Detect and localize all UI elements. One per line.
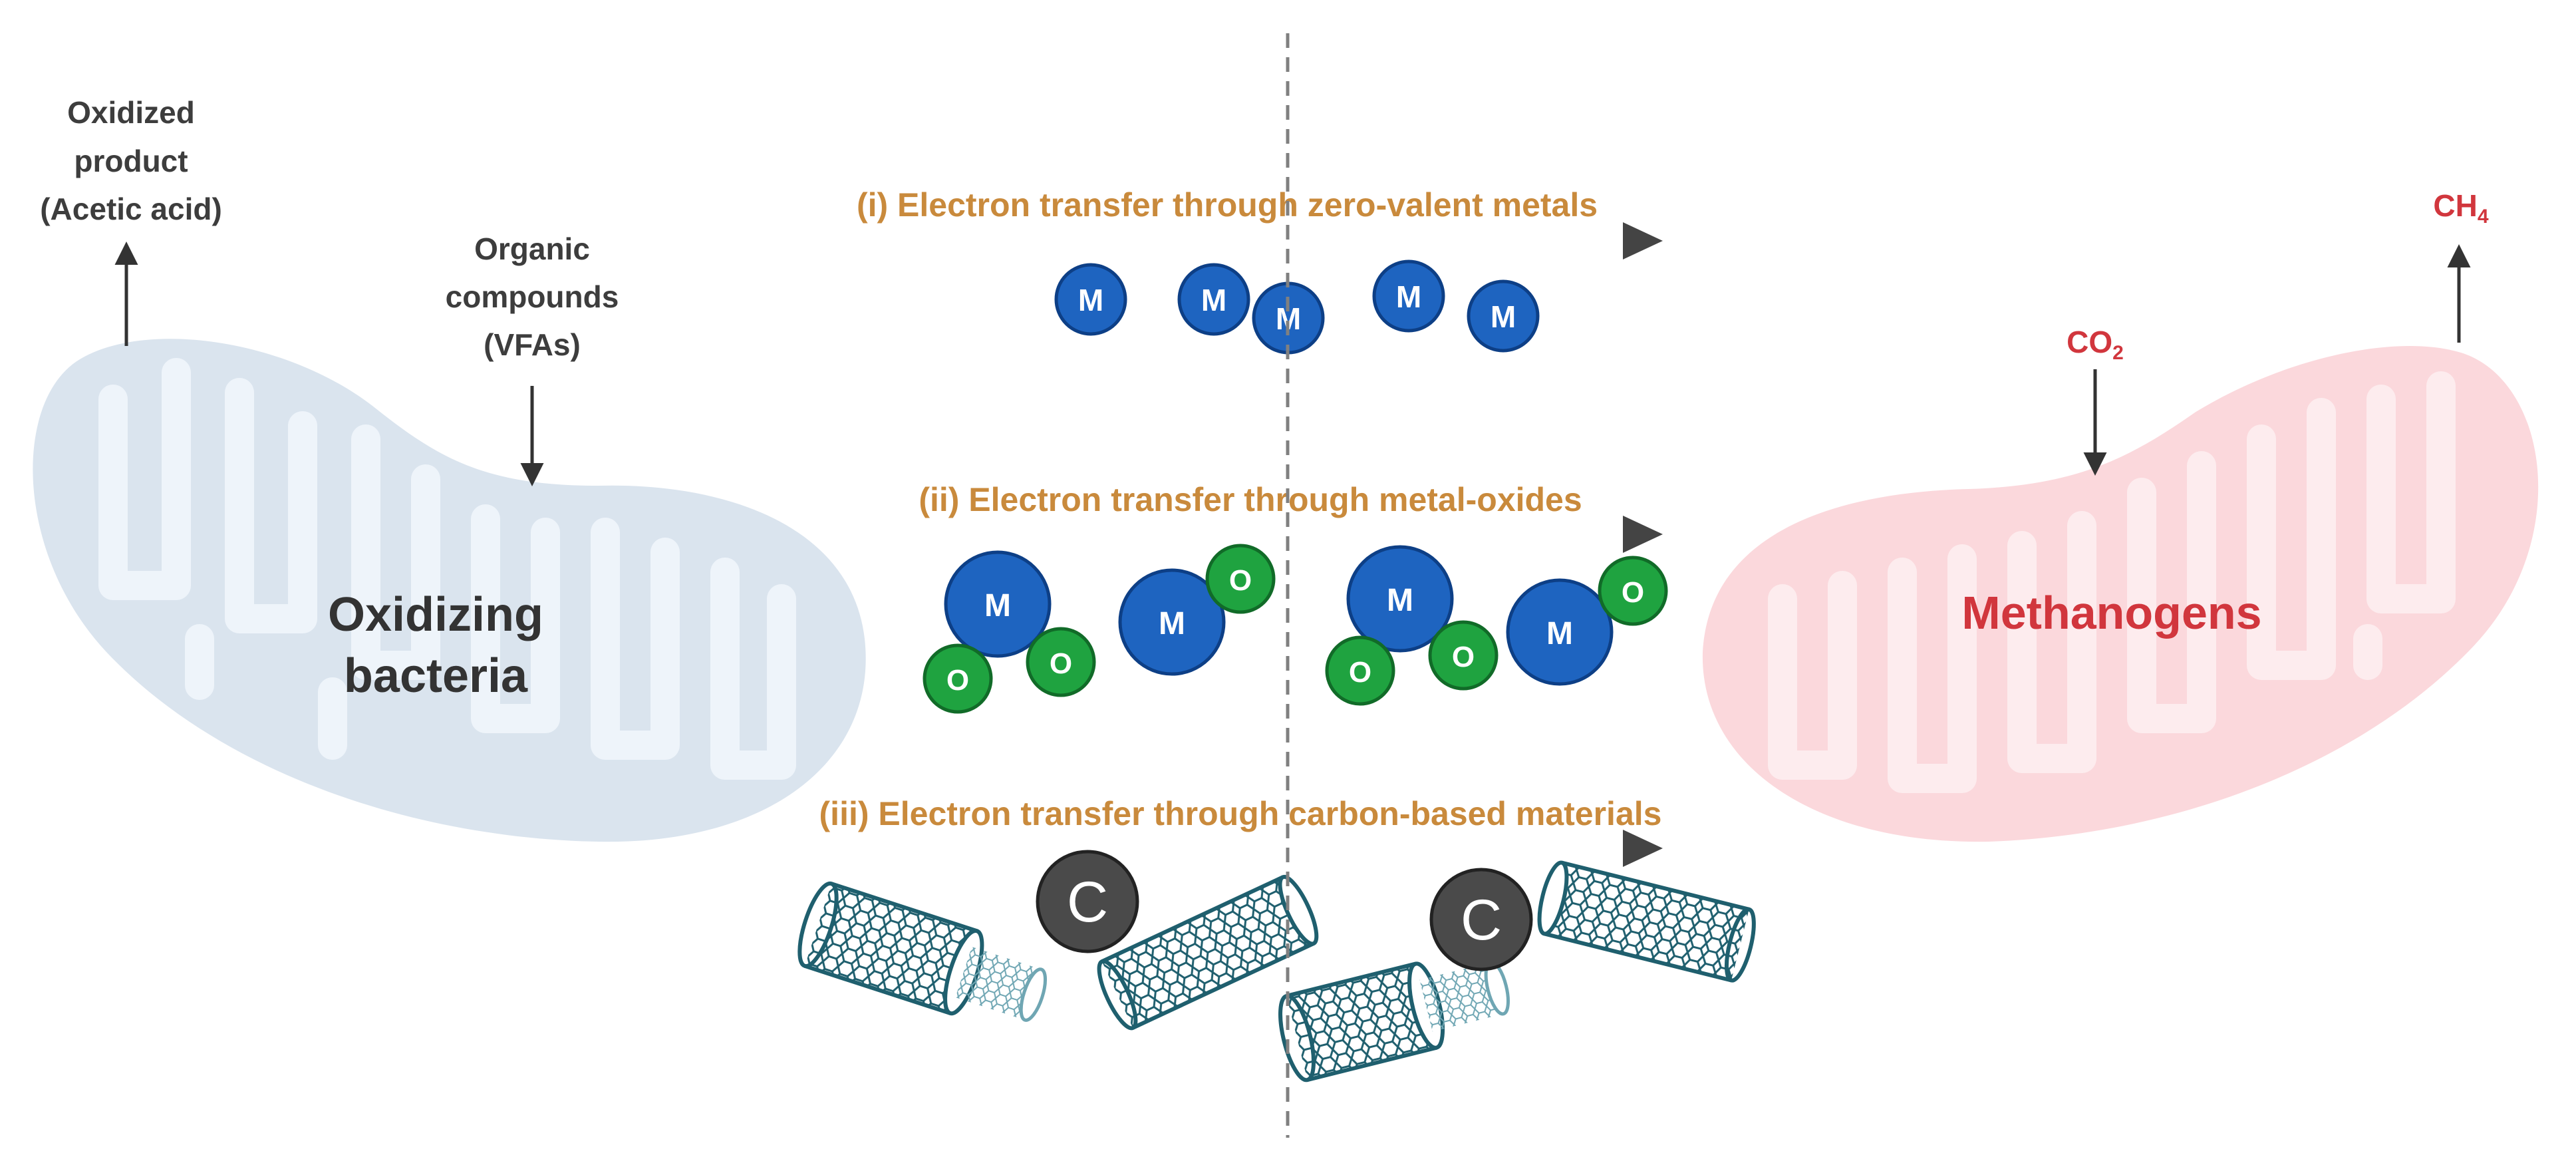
- right-cell-cristae: [1768, 371, 2456, 793]
- substrate-annotation: Organic compounds (VFAs): [446, 232, 619, 486]
- metal-particle: M: [1506, 578, 1614, 686]
- svg-text:M: M: [1546, 616, 1573, 651]
- co2-label: CO2: [2067, 325, 2124, 364]
- svg-text:M: M: [1159, 606, 1185, 641]
- svg-text:C: C: [1461, 888, 1502, 952]
- substrate-label-line1: Organic: [474, 232, 590, 266]
- svg-text:O: O: [946, 664, 969, 697]
- ch4-annotation: CH4: [2433, 188, 2489, 343]
- metal-particle: M: [1054, 263, 1127, 336]
- co2-annotation: CO2: [2067, 325, 2124, 476]
- methanogens-cell: Methanogens: [1702, 346, 2539, 842]
- right-cell-name: Methanogens: [1961, 587, 2261, 639]
- svg-text:M: M: [1201, 283, 1226, 317]
- svg-text:O: O: [1349, 656, 1371, 689]
- svg-text:O: O: [1452, 641, 1475, 673]
- substrate-label-line2: compounds: [446, 279, 619, 314]
- oxidized-product-annotation: Oxidized product (Acetic acid): [40, 95, 222, 346]
- metal-particle: M: [1252, 281, 1325, 355]
- svg-text:O: O: [1050, 647, 1072, 680]
- product-label-line3: (Acetic acid): [40, 192, 222, 226]
- left-cell-cristae: [98, 358, 796, 780]
- carbon-nanotube: [1537, 860, 1756, 983]
- product-label-line1: Oxidized: [67, 95, 195, 130]
- metal-oxide-cluster: M O: [1506, 556, 1668, 686]
- product-label-line2: product: [74, 144, 188, 178]
- carbon-nanotube: [1278, 960, 1510, 1082]
- pathway-zero-valent-arrowhead: [1623, 222, 1663, 259]
- metal-oxide-cluster: M O O: [1325, 545, 1499, 706]
- pathway-zero-valent-label: (i) Electron transfer through zero-valen…: [857, 186, 1598, 224]
- carbon-nanotube: [797, 881, 1048, 1022]
- metal-particle: M: [1118, 568, 1226, 676]
- ch4-label: CH4: [2433, 188, 2488, 228]
- pathway-carbon-label: (iii) Electron transfer through carbon-b…: [819, 795, 1662, 832]
- oxygen-particle: O: [1205, 544, 1276, 614]
- svg-text:O: O: [1622, 576, 1644, 609]
- metal-particle: M: [1467, 279, 1540, 353]
- left-cell-name-line1: Oxidizing: [328, 588, 543, 641]
- carbon-particle: C: [1429, 868, 1533, 971]
- metal-particle: M: [944, 550, 1052, 658]
- pathway-carbon: (iii) Electron transfer through carbon-b…: [797, 795, 1756, 1082]
- svg-text:O: O: [1229, 564, 1252, 597]
- pathway-metal-oxides-label: (ii) Electron transfer through metal-oxi…: [919, 481, 1582, 518]
- pathway-metal-oxides: (ii) Electron transfer through metal-oxi…: [831, 481, 1668, 714]
- oxygen-particle: O: [1598, 556, 1668, 626]
- oxidizing-bacteria-cell: Oxidizing bacteria: [33, 339, 866, 842]
- metal-particle: M: [1177, 263, 1250, 336]
- oxygen-particle: O: [1026, 627, 1096, 697]
- carbon-particle: C: [1036, 850, 1139, 953]
- svg-text:M: M: [1387, 583, 1413, 618]
- pathway-carbon-arrowhead: [1623, 830, 1663, 867]
- oxygen-particle: O: [923, 643, 993, 714]
- svg-text:C: C: [1067, 870, 1108, 934]
- svg-text:M: M: [1078, 283, 1103, 317]
- left-cell-name-line2: bacteria: [344, 649, 528, 703]
- metal-oxide-cluster: M O: [1118, 544, 1276, 676]
- svg-text:M: M: [1396, 279, 1421, 314]
- metal-oxide-cluster: M O O: [923, 550, 1096, 714]
- svg-text:M: M: [1491, 299, 1516, 334]
- metal-particle: M: [1346, 545, 1454, 653]
- zero-valent-metal-group: M M M M M: [1054, 259, 1540, 355]
- carbon-nanotube: [1097, 874, 1319, 1031]
- pathway-metal-oxides-arrowhead: [1623, 516, 1663, 553]
- pathway-zero-valent: (i) Electron transfer through zero-valen…: [811, 186, 1663, 355]
- substrate-label-line3: (VFAs): [484, 327, 581, 362]
- oxygen-particle: O: [1428, 620, 1499, 691]
- metal-particle: M: [1372, 259, 1445, 333]
- oxygen-particle: O: [1325, 635, 1395, 706]
- svg-text:M: M: [984, 588, 1011, 623]
